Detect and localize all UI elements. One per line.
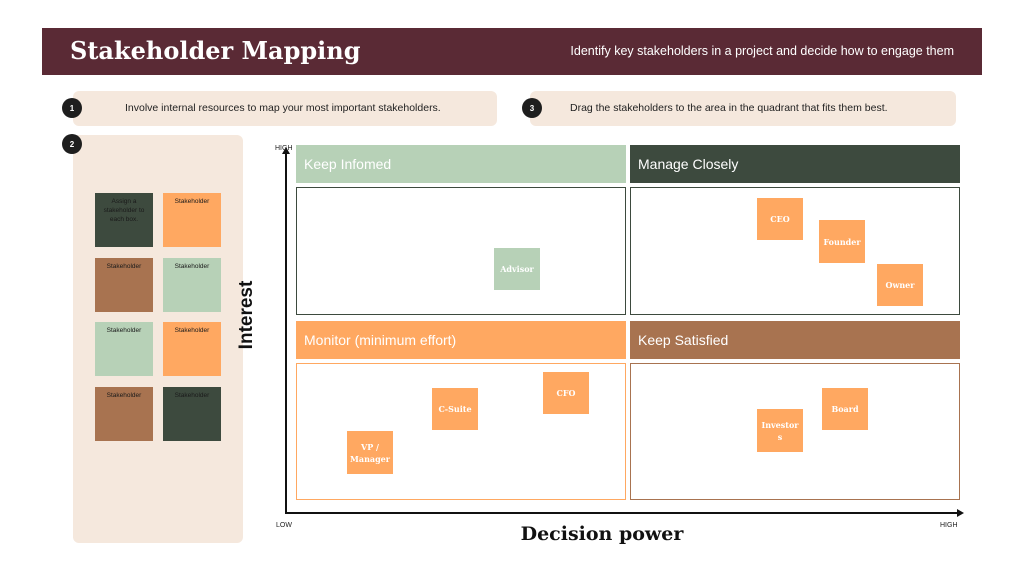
header-bar: Stakeholder Mapping Identify key stakeho…: [42, 28, 982, 75]
stakeholder-card-investors[interactable]: Investors: [757, 409, 803, 452]
sticky-note[interactable]: Stakeholder: [163, 322, 221, 376]
sticky-note[interactable]: Stakeholder: [163, 387, 221, 441]
step-1-box: Involve internal resources to map your m…: [73, 91, 497, 126]
stakeholder-card-ceo[interactable]: CEO: [757, 198, 803, 240]
stakeholder-card-c-suite[interactable]: C-Suite: [432, 388, 478, 430]
y-axis-title: Interest: [236, 280, 257, 350]
sticky-note[interactable]: Stakeholder: [163, 258, 221, 312]
stakeholder-card-board[interactable]: Board: [822, 388, 868, 430]
y-axis-arrow: [282, 147, 290, 154]
quadrant-keep-informed[interactable]: [296, 187, 626, 315]
quadrant-header-monitor: Monitor (minimum effort): [296, 321, 626, 359]
x-axis-low-label: LOW: [276, 522, 292, 529]
sticky-note[interactable]: Stakeholder: [95, 258, 153, 312]
y-axis-line: [285, 152, 287, 514]
step-3-text: Drag the stakeholders to the area in the…: [570, 102, 888, 114]
sticky-note[interactable]: Stakeholder: [95, 322, 153, 376]
sticky-note[interactable]: Stakeholder: [95, 387, 153, 441]
quadrant-header-keep-informed: Keep Infomed: [296, 145, 626, 183]
step-1-text: Involve internal resources to map your m…: [125, 102, 441, 114]
stakeholder-card-advisor[interactable]: Advisor: [494, 248, 540, 290]
step-3-badge: 3: [522, 98, 542, 118]
x-axis-title: Decision power: [520, 523, 684, 545]
quadrant-keep-satisfied[interactable]: [630, 363, 960, 500]
sticky-note[interactable]: Assign a stakeholder to each box.: [95, 193, 153, 247]
stakeholder-card-cfo[interactable]: CFO: [543, 372, 589, 414]
y-axis-high-label: HIGH: [275, 145, 293, 152]
x-axis-high-label: HIGH: [940, 522, 958, 529]
stakeholder-card-owner[interactable]: Owner: [877, 264, 923, 306]
quadrant-header-manage-closely: Manage Closely: [630, 145, 960, 183]
sticky-note[interactable]: Stakeholder: [163, 193, 221, 247]
page-title: Stakeholder Mapping: [70, 36, 361, 65]
stakeholder-palette: Assign a stakeholder to each box. Stakeh…: [73, 135, 243, 543]
step-1-badge: 1: [62, 98, 82, 118]
stakeholder-card-founder[interactable]: Founder: [819, 220, 865, 263]
step-2-badge: 2: [62, 134, 82, 154]
stakeholder-card-vp-manager[interactable]: VP / Manager: [347, 431, 393, 474]
quadrant-header-keep-satisfied: Keep Satisfied: [630, 321, 960, 359]
page-subtitle: Identify key stakeholders in a project a…: [570, 44, 954, 58]
x-axis-line: [285, 512, 958, 514]
step-3-box: Drag the stakeholders to the area in the…: [530, 91, 956, 126]
x-axis-arrow: [957, 509, 964, 517]
